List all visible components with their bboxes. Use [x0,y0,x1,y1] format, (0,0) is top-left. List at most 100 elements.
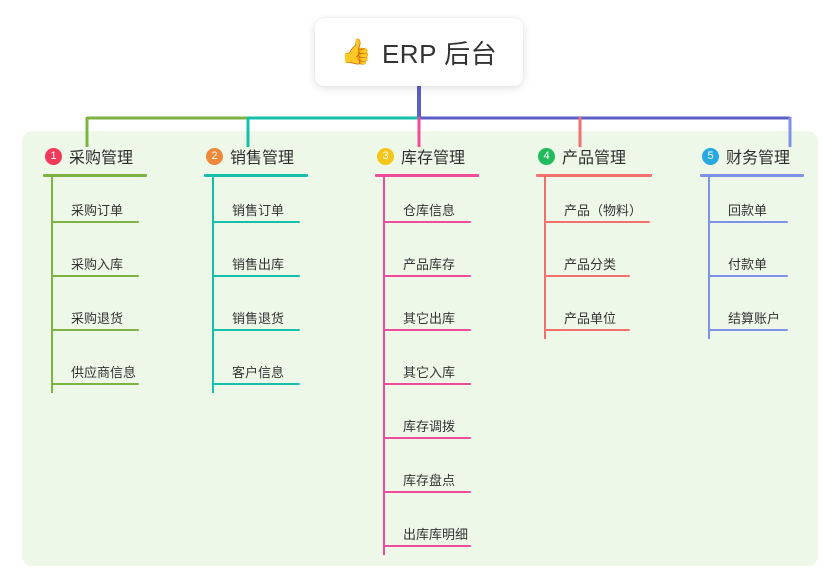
branch-items-5: 回款单 付款单 结算账户 [700,177,839,339]
leaf-rule [383,491,471,493]
list-item[interactable]: 产品单位 [536,285,696,339]
diagram-background-panel [22,131,818,566]
branch-spine-5 [708,177,710,339]
branch-badge-4: 4 [538,147,555,165]
list-item[interactable]: 供应商信息 [43,339,188,393]
list-item[interactable]: 仓库信息 [375,177,520,231]
branch-title-3: 库存管理 [401,150,466,167]
branch-items-1: 采购订单 采购入库 采购退货 供应商信息 [43,177,188,393]
leaf-label: 采购订单 [71,203,124,218]
branch-header-3[interactable]: 3 库存管理 [375,143,520,169]
list-item[interactable]: 结算账户 [700,285,839,339]
list-item[interactable]: 库存盘点 [375,447,520,501]
leaf-label: 其它出库 [403,311,456,326]
branch-spine-1 [51,177,53,393]
leaf-rule [544,329,630,331]
list-item[interactable]: 回款单 [700,177,839,231]
branch-spine-2 [212,177,214,393]
list-item[interactable]: 出库库明细 [375,501,520,555]
leaf-label: 销售订单 [232,203,285,218]
leaf-label: 产品库存 [403,257,456,272]
branch-items-3: 仓库信息 产品库存 其它出库 其它入库 库存调拨 库存盘点 [375,177,520,555]
branch-title-5: 财务管理 [726,150,791,167]
branch-spine-3 [383,177,385,555]
leaf-rule [383,329,471,331]
leaf-rule [383,437,471,439]
list-item[interactable]: 销售退货 [204,285,349,339]
list-item[interactable]: 库存调拨 [375,393,520,447]
leaf-rule [383,221,471,223]
leaf-rule [544,275,630,277]
branch-header-rule-2 [204,174,308,177]
leaf-rule [383,545,471,547]
leaf-rule [212,275,300,277]
root-node-title: ERP 后台 [381,38,498,69]
leaf-label: 客户信息 [232,365,285,380]
branch-header-1[interactable]: 1 采购管理 [43,143,188,169]
branch-header-5[interactable]: 5 财务管理 [700,143,839,169]
branch-badge-2: 2 [206,147,223,165]
list-item[interactable]: 销售订单 [204,177,349,231]
branch-header-2[interactable]: 2 销售管理 [204,143,349,169]
branch-column-3: 3 库存管理 仓库信息 产品库存 其它出库 其它入库 库存调拨 [375,143,520,555]
leaf-label: 采购退货 [71,311,124,326]
branch-header-rule-5 [700,174,804,177]
thumbs-up-icon: 👍 [340,37,372,66]
leaf-label: 出库库明细 [403,527,469,542]
list-item[interactable]: 采购退货 [43,285,188,339]
list-item[interactable]: 付款单 [700,231,839,285]
leaf-rule [51,275,139,277]
root-node-card[interactable]: 👍 ERP 后台 [315,18,523,86]
leaf-rule [708,329,788,331]
leaf-rule [51,221,139,223]
leaf-rule [544,221,650,223]
leaf-label: 销售退货 [232,311,285,326]
list-item[interactable]: 其它出库 [375,285,520,339]
leaf-rule [212,383,300,385]
leaf-label: 付款单 [728,257,768,272]
branch-header-rule-3 [375,174,479,177]
leaf-label: 采购入库 [71,257,124,272]
leaf-rule [51,383,139,385]
leaf-label: 产品（物料） [564,203,643,218]
list-item[interactable]: 其它入库 [375,339,520,393]
leaf-rule [212,221,300,223]
leaf-label: 结算账户 [728,311,781,326]
branch-title-2: 销售管理 [230,150,295,167]
leaf-rule [708,275,788,277]
leaf-label: 仓库信息 [403,203,456,218]
list-item[interactable]: 客户信息 [204,339,349,393]
leaf-label: 回款单 [728,203,768,218]
list-item[interactable]: 产品库存 [375,231,520,285]
list-item[interactable]: 销售出库 [204,231,349,285]
leaf-label: 其它入库 [403,365,456,380]
branch-spine-4 [544,177,546,339]
branch-items-4: 产品（物料） 产品分类 产品单位 [536,177,696,339]
branch-column-4: 4 产品管理 产品（物料） 产品分类 产品单位 [536,143,696,339]
list-item[interactable]: 产品（物料） [536,177,696,231]
leaf-rule [383,275,471,277]
branch-badge-1: 1 [45,147,62,165]
leaf-rule [708,221,788,223]
branch-title-4: 产品管理 [562,150,627,167]
leaf-rule [51,329,139,331]
list-item[interactable]: 采购入库 [43,231,188,285]
leaf-label: 产品单位 [564,311,617,326]
leaf-label: 供应商信息 [71,365,137,380]
branch-column-2: 2 销售管理 销售订单 销售出库 销售退货 客户信息 [204,143,349,393]
leaf-label: 库存盘点 [403,473,456,488]
branch-badge-3: 3 [377,147,394,165]
branch-header-4[interactable]: 4 产品管理 [536,143,696,169]
list-item[interactable]: 采购订单 [43,177,188,231]
leaf-label: 产品分类 [564,257,617,272]
branch-header-rule-1 [43,174,147,177]
branch-items-2: 销售订单 销售出库 销售退货 客户信息 [204,177,349,393]
list-item[interactable]: 产品分类 [536,231,696,285]
branch-column-1: 1 采购管理 采购订单 采购入库 采购退货 供应商信息 [43,143,188,393]
leaf-rule [212,329,300,331]
branch-header-rule-4 [536,174,652,177]
leaf-label: 库存调拨 [403,419,456,434]
leaf-label: 销售出库 [232,257,285,272]
leaf-rule [383,383,471,385]
